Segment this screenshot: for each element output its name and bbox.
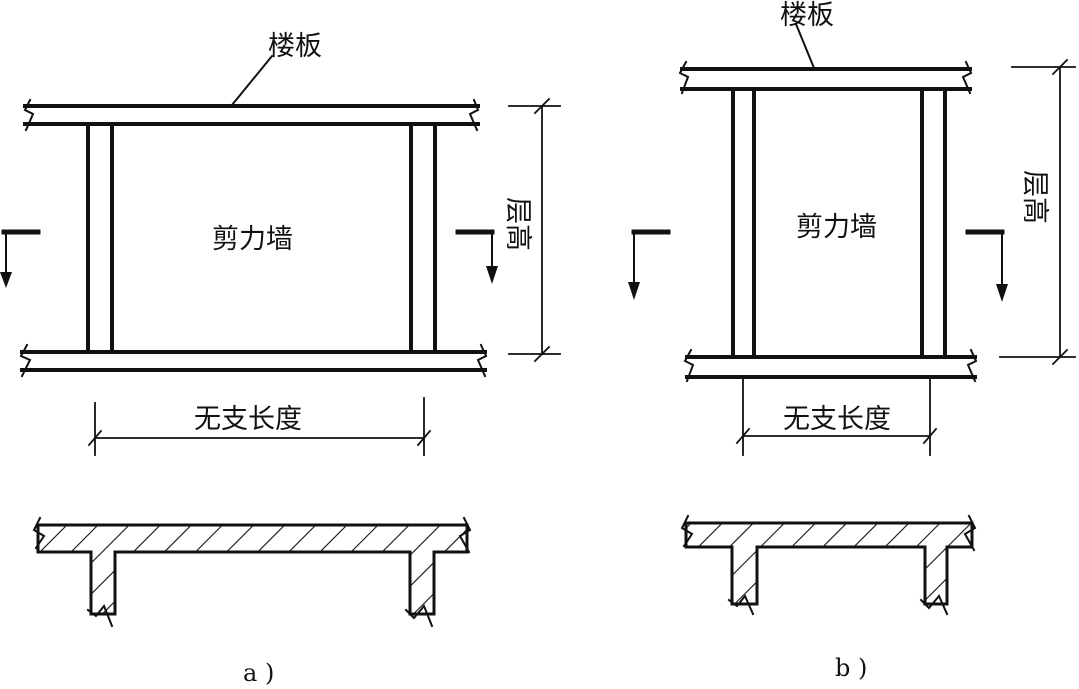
floor-slab-label: 楼板 bbox=[268, 31, 322, 62]
top-floor-slab bbox=[678, 60, 973, 95]
top-floor-slab bbox=[23, 98, 480, 132]
figure-b-caption: b ) bbox=[835, 654, 867, 682]
unsupported-length-label: 无支长度 bbox=[783, 404, 891, 435]
floor-slab-label: 楼板 bbox=[780, 0, 834, 31]
unsupported-length-dimension bbox=[87, 397, 432, 456]
figure-a: 楼板 剪力墙 层高 无支长度 bbox=[0, 31, 561, 687]
shear-wall-label: 剪力墙 bbox=[796, 212, 877, 243]
unsupported-length-label: 无支长度 bbox=[194, 404, 302, 435]
section-mark-left bbox=[628, 229, 671, 300]
story-height-dimension bbox=[508, 97, 561, 363]
story-height-label: 层高 bbox=[502, 197, 533, 251]
section-mark-left bbox=[0, 229, 41, 288]
story-height-label: 层高 bbox=[1019, 170, 1050, 224]
slab-leader bbox=[794, 22, 816, 70]
right-flange bbox=[409, 122, 437, 354]
bottom-floor-slab bbox=[19, 343, 488, 378]
story-height-dimension bbox=[999, 58, 1076, 366]
slab-leader bbox=[230, 54, 274, 107]
shear-wall-label: 剪力墙 bbox=[212, 224, 293, 255]
unsupported-length-dimension bbox=[735, 376, 938, 456]
plan-section-a bbox=[32, 516, 472, 628]
left-flange bbox=[731, 87, 756, 359]
figure-b: 楼板 剪力墙 层高 无支长度 bbox=[628, 0, 1076, 682]
right-flange bbox=[920, 87, 947, 359]
bottom-floor-slab bbox=[683, 348, 978, 383]
section-mark-right bbox=[455, 229, 498, 284]
left-flange bbox=[86, 122, 114, 354]
section-mark-right bbox=[965, 229, 1008, 302]
figure-a-caption: a ) bbox=[243, 659, 274, 687]
plan-section-b bbox=[680, 514, 977, 616]
